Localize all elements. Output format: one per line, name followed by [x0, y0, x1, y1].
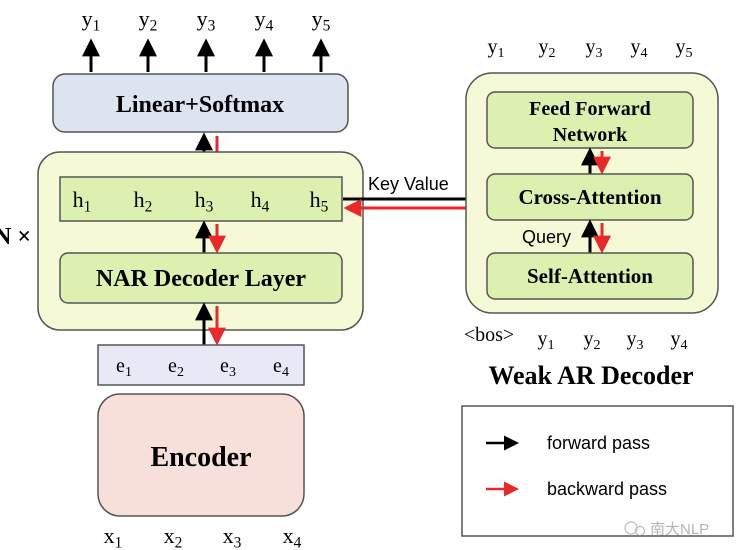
ar-input-labels: <bos> y1 y2 y3 y4: [464, 324, 688, 353]
hidden-h2: h2: [134, 187, 153, 216]
input-labels: x1 x2 x3 x4: [104, 523, 302, 550]
output-y2: y2: [139, 6, 158, 35]
ar-output-y5: y5: [676, 36, 693, 61]
cross-attention-label: Cross-Attention: [518, 185, 661, 209]
weak-ar-decoder-title: Weak AR Decoder: [488, 361, 693, 390]
ar-output-y2: y2: [539, 36, 556, 61]
hidden-h5: h5: [310, 187, 329, 216]
hidden-state-labels: h1 h2 h3 h4 h5: [73, 187, 329, 216]
hidden-states-box: [59, 176, 343, 222]
embed-e3: e3: [220, 355, 236, 380]
ar-output-labels: y1 y2 y3 y4 y5: [488, 36, 693, 61]
encoder-label: Encoder: [150, 442, 251, 473]
embed-e1: e1: [116, 355, 132, 380]
embed-e4: e4: [273, 355, 289, 380]
feed-forward-label-line2: Network: [553, 124, 628, 146]
ar-input-y2: y2: [584, 328, 601, 353]
embedding-labels: e1 e2 e3 e4: [116, 355, 289, 380]
ar-input-y1: y1: [538, 328, 555, 353]
hidden-h4: h4: [251, 187, 270, 216]
n-times-label: N ×: [0, 224, 31, 250]
legend-backward-label: backward pass: [547, 479, 667, 499]
ar-input-y3: y3: [627, 328, 644, 353]
watermark: 南大NLP: [624, 521, 709, 538]
embed-e2: e2: [168, 355, 184, 380]
output-y4: y4: [255, 6, 274, 35]
ar-input-bos: <bos>: [464, 324, 514, 346]
query-label: Query: [522, 227, 571, 247]
ar-output-y1: y1: [488, 36, 505, 61]
key-value-label: Key Value: [368, 174, 449, 194]
output-y1: y1: [82, 6, 101, 35]
embeddings-box: [97, 344, 305, 386]
hidden-h3: h3: [195, 187, 214, 216]
feed-forward-label-line1: Feed Forward: [529, 98, 651, 120]
ar-input-y4: y4: [671, 328, 688, 353]
input-x1: x1: [104, 523, 123, 550]
legend-forward-label: forward pass: [547, 433, 650, 453]
output-y3: y3: [197, 6, 216, 35]
self-attention-label: Self-Attention: [527, 264, 653, 288]
input-x3: x3: [223, 523, 242, 550]
hidden-h1: h1: [73, 187, 92, 216]
output-labels-top: y1 y2 y3 y4 y5: [82, 6, 331, 35]
watermark-text: 南大NLP: [650, 521, 709, 538]
ar-output-y3: y3: [586, 36, 603, 61]
linear-softmax-label: Linear+Softmax: [116, 92, 284, 118]
self-attention-box: [486, 252, 694, 300]
legend-box: [461, 405, 734, 537]
linear-softmax-box: [52, 73, 349, 133]
nar-decoder-layer-label: NAR Decoder Layer: [96, 266, 307, 292]
input-x4: x4: [283, 523, 302, 550]
input-x2: x2: [164, 523, 183, 550]
output-y5: y5: [312, 6, 331, 35]
encoder-box: [97, 393, 305, 517]
output-arrows-top: [82, 38, 330, 72]
ar-output-y4: y4: [631, 36, 648, 61]
